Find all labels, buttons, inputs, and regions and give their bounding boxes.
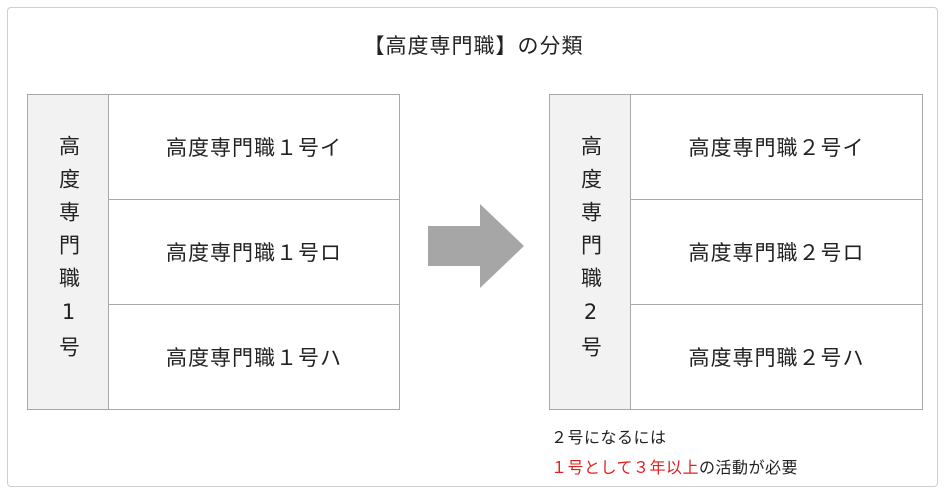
group-type-2-label: 高度専門職2号 [578,135,603,369]
group-type-2: 高度専門職2号 高度専門職２号イ 高度専門職２号ロ 高度専門職２号ハ [549,94,923,410]
group-type-1-side: 高度専門職1号 [28,95,109,409]
group-type-1-rows: 高度専門職１号イ 高度専門職１号ロ 高度専門職１号ハ [109,95,399,409]
group-type-1-label: 高度専門職1号 [56,135,81,369]
type-1-ro: 高度専門職１号ロ [109,200,399,305]
group-type-1: 高度専門職1号 高度専門職１号イ 高度専門職１号ロ 高度専門職１号ハ [27,94,400,410]
group-type-2-rows: 高度専門職２号イ 高度専門職２号ロ 高度専門職２号ハ [631,95,922,409]
type-2-ro: 高度専門職２号ロ [631,200,922,305]
type-2-ha: 高度専門職２号ハ [688,346,865,370]
note-rest: の活動が必要 [699,458,799,477]
type-2-i: 高度専門職２号イ [631,95,922,200]
note-line-2: １号として３年以上の活動が必要 [551,454,798,478]
type-1-i: 高度専門職１号イ [109,95,399,200]
right-arrow-icon [428,204,524,288]
type-1-ha: 高度専門職１号ハ [166,346,342,370]
group-type-2-side: 高度専門職2号 [550,95,631,409]
diagram-title: 【高度専門職】の分類 [363,34,584,58]
note-line-1: ２号になるには [551,428,667,447]
note-highlight: １号として３年以上 [551,458,700,477]
